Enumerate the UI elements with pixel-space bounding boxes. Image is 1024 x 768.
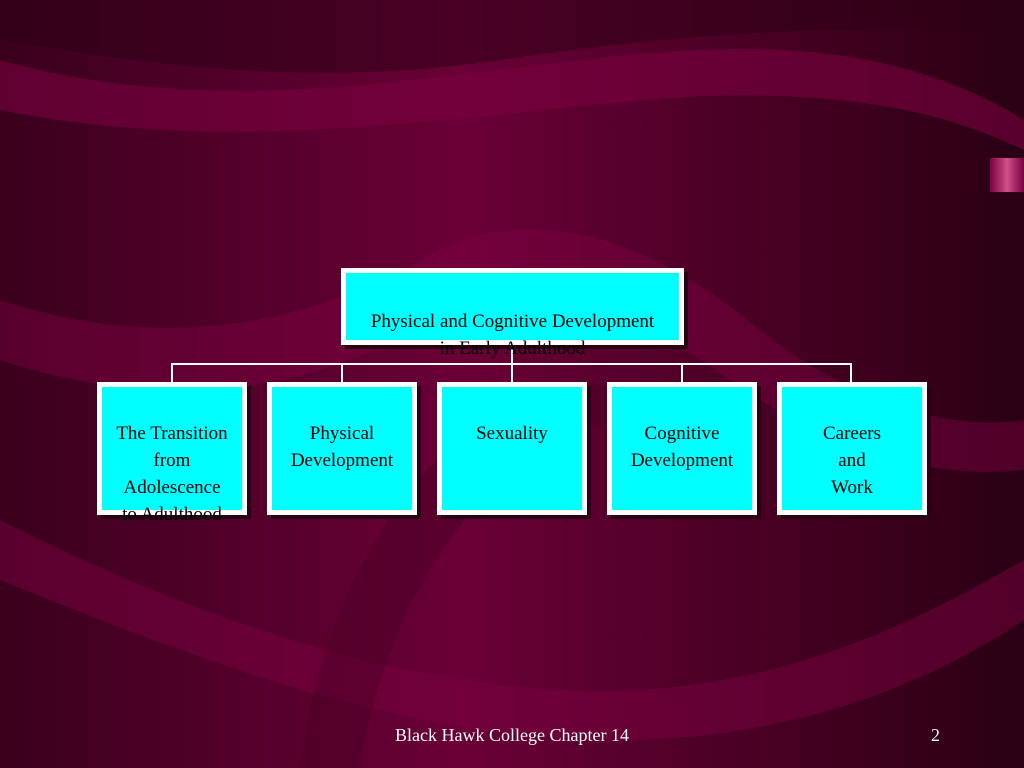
root-node: Physical and Cognitive Development in Ea… [341, 268, 684, 359]
connector-drop [171, 363, 173, 383]
background-swoosh [0, 0, 1024, 73]
connector-drop [681, 363, 683, 383]
decorative-tab [990, 158, 1024, 192]
root-node-label: Physical and Cognitive Development in Ea… [370, 311, 655, 359]
connector-drop [341, 363, 343, 383]
connector-drop [850, 363, 852, 383]
background-swoosh [0, 48, 1024, 150]
connector-trunk [511, 345, 513, 364]
child-node-cognitive-development: Cognitive Development [607, 382, 757, 515]
child-node-label: Careers and Work [822, 423, 882, 498]
child-node-careers-and-work: Careers and Work [777, 382, 927, 515]
background-swoosh [0, 520, 1024, 740]
child-node-sexuality: Sexuality [437, 382, 587, 515]
child-node-physical-development: Physical Development [267, 382, 417, 515]
page-number: 2 [931, 725, 940, 745]
footer-title: Black Hawk College Chapter 14 [395, 725, 629, 745]
connector-drop [511, 363, 513, 383]
child-node-label: Sexuality [476, 423, 548, 444]
child-node-label: The Transition from Adolescence to Adult… [116, 423, 228, 525]
child-node-label: Physical Development [290, 423, 394, 471]
child-node-label: Cognitive Development [630, 423, 734, 471]
child-node-transition: The Transition from Adolescence to Adult… [97, 382, 247, 525]
